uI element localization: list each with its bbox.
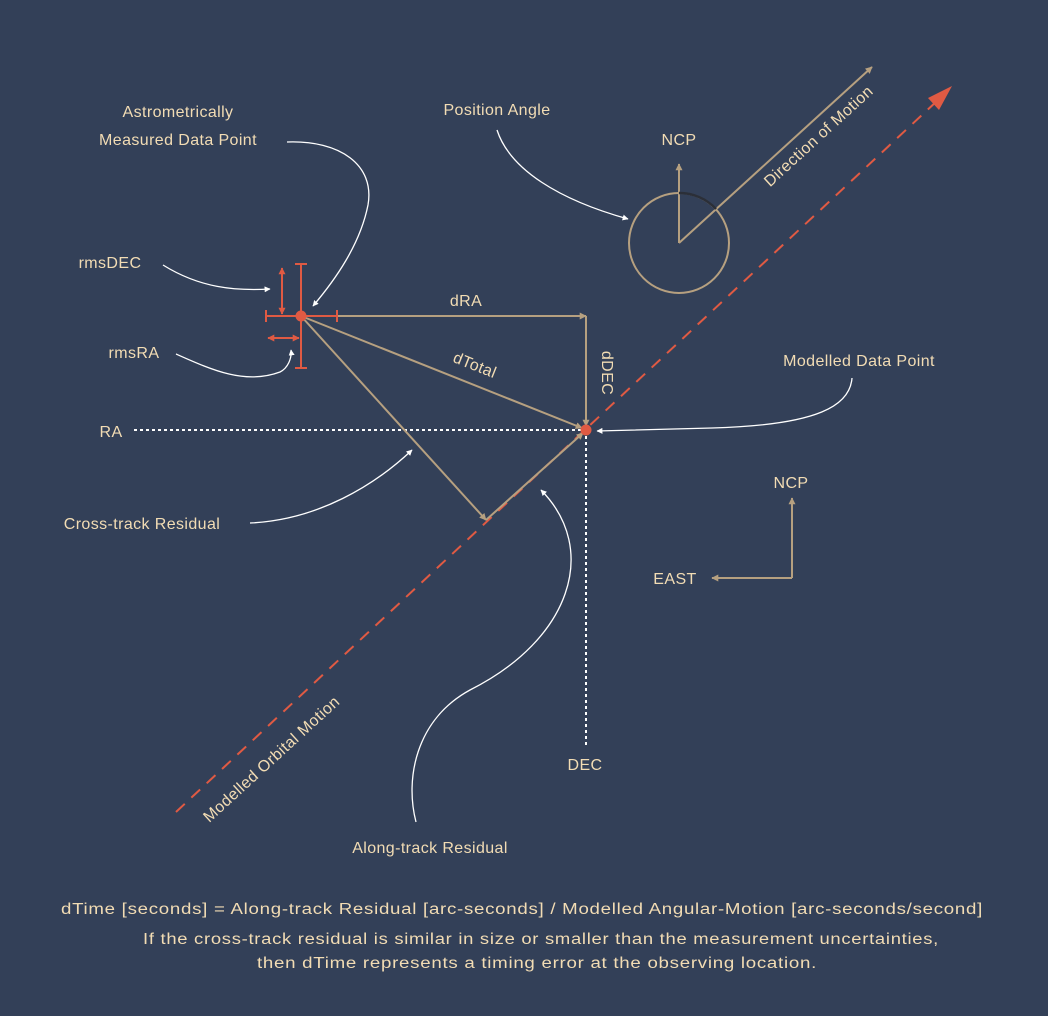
pointer-position-angle <box>496 129 629 221</box>
orbital-motion-arrowhead <box>928 86 952 110</box>
cross-track-vector <box>300 315 487 521</box>
pointer-along-track <box>411 489 572 823</box>
along-track-label: Along-track Residual <box>352 840 508 857</box>
along-track-vector <box>485 432 584 521</box>
position-angle-gauge <box>628 66 873 294</box>
footer-note-line2: then dTime represents a timing error at … <box>257 955 817 972</box>
dtotal-label: dTotal <box>451 350 499 382</box>
gauge-ncp-label: NCP <box>662 132 697 149</box>
modelled-orbital-motion-label: Modelled Orbital Motion <box>200 693 343 826</box>
rms-dec-label: rmsDEC <box>79 255 142 272</box>
measured-data-point-group <box>265 263 338 369</box>
pointer-rms-ra <box>175 349 295 378</box>
east-label: EAST <box>653 571 696 588</box>
pointer-cross-track <box>249 449 413 524</box>
modelled-data-point-label: Modelled Data Point <box>783 353 935 370</box>
footer-note-line1: If the cross-track residual is similar i… <box>143 931 939 948</box>
pointer-rms-dec <box>162 264 271 293</box>
dtotal-vector <box>300 315 583 429</box>
compass-ncp-label: NCP <box>774 475 809 492</box>
position-angle-arc <box>678 191 717 210</box>
pointer-measured-data-point <box>286 141 370 307</box>
modelled-orbital-motion-line <box>175 99 939 813</box>
compass <box>711 497 796 582</box>
position-angle-label: Position Angle <box>443 102 550 119</box>
ra-label: RA <box>99 424 122 441</box>
dra-label: dRA <box>450 293 482 310</box>
rms-ra-label: rmsRA <box>109 345 160 362</box>
direction-of-motion-arrow <box>678 66 873 244</box>
astrometric-label-line1: Astrometrically <box>123 104 234 121</box>
footer-formula: dTime [seconds] = Along-track Residual [… <box>61 901 983 918</box>
pointer-modelled-data-point <box>596 377 853 434</box>
astrometric-label-line2: Measured Data Point <box>99 132 257 149</box>
modelled-data-point <box>580 424 592 436</box>
ddec-label: dDEC <box>598 351 615 395</box>
measured-data-point <box>295 310 307 322</box>
cross-track-label: Cross-track Residual <box>64 516 220 533</box>
dec-label: DEC <box>568 757 603 774</box>
